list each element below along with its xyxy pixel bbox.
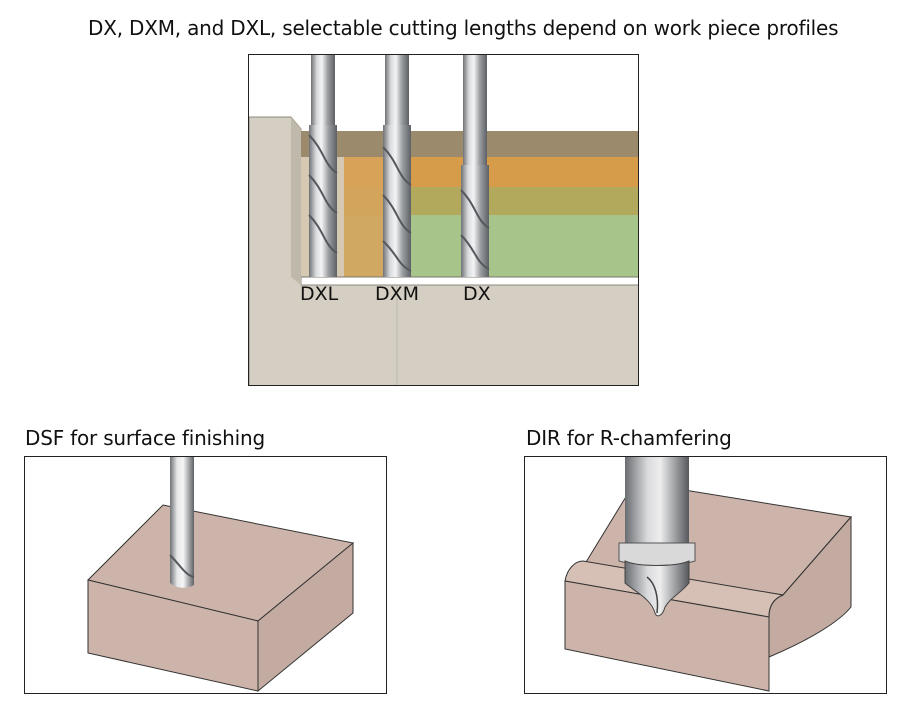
label-dx: DX	[463, 283, 491, 305]
block-side	[257, 541, 354, 693]
surface-finishing-drawing	[87, 457, 355, 693]
label-dxm: DXM	[375, 283, 420, 305]
dir-shank	[625, 457, 689, 543]
r-chamfering-illustration	[524, 456, 887, 694]
dx-shank	[463, 55, 487, 165]
dx-flutes	[461, 165, 489, 277]
heading-dsf: DSF for surface finishing	[25, 426, 265, 450]
dir-cutter	[624, 560, 690, 617]
dsf-shank	[170, 457, 194, 533]
dir-collar	[618, 542, 696, 566]
block-side	[768, 515, 852, 658]
layer-orange-front	[344, 157, 384, 277]
r-chamfering-drawing	[564, 457, 852, 692]
heading-cutting-lengths: DX, DXM, and DXL, selectable cutting len…	[88, 16, 839, 40]
block-front	[564, 580, 770, 692]
pocket-wall	[291, 117, 301, 285]
heading-dir: DIR for R-chamfering	[526, 426, 732, 450]
dsf-tip	[170, 533, 194, 588]
surface-finishing-illustration	[24, 456, 387, 694]
dxm-flutes	[383, 125, 411, 277]
label-dxl: DXL	[300, 283, 339, 305]
cutting-lengths-illustration: DXL DXM DX	[248, 54, 639, 386]
dxm-shank	[385, 55, 409, 125]
dxl-shank	[311, 55, 335, 125]
dxl-flutes	[309, 125, 337, 277]
cutting-lengths-drawing	[249, 55, 638, 385]
workpiece-body	[249, 116, 638, 385]
